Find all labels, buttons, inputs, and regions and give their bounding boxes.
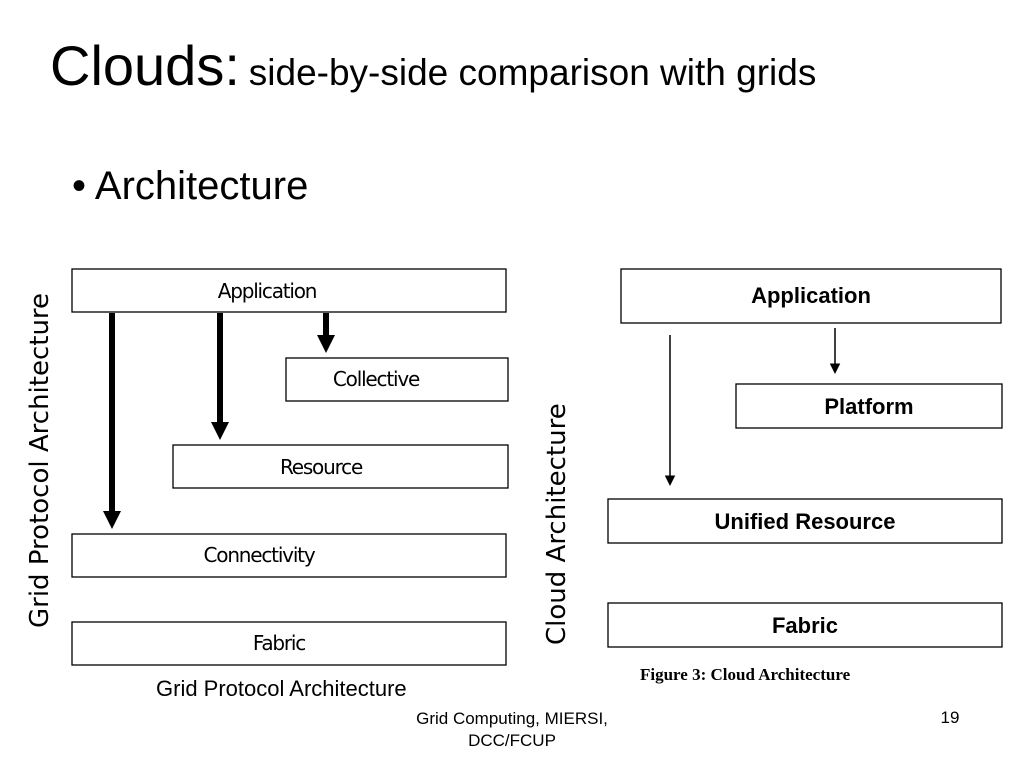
grid-layer-collective: Collective [285,357,509,402]
cloud-layer-unified-resource-label: Unified Resource [715,509,896,534]
grid-diagram-caption: Grid Protocol Architecture [156,676,407,701]
cloud-architecture-diagram: Cloud Architecture Application Platform … [542,268,1003,684]
bullet-architecture: • Architecture [72,164,309,208]
grid-side-label: Grid Protocol Architecture [25,293,55,628]
cloud-layer-unified-resource: Unified Resource [607,498,1003,544]
cloud-layer-platform-label: Platform [824,394,913,419]
grid-protocol-diagram: Grid Protocol Architecture Application C… [25,268,509,666]
cloud-layer-fabric: Fabric [607,602,1003,648]
cloud-layer-application-label: Application [751,283,871,308]
grid-layer-connectivity: Connectivity [71,533,507,578]
grid-layer-application-label: Application [218,279,317,303]
cloud-layer-fabric-label: Fabric [772,613,838,638]
grid-layer-resource: Resource [172,444,509,489]
footer-line-1: Grid Computing, MIERSI, [416,709,608,728]
slide-title: Clouds: side-by-side comparison with gri… [50,38,816,94]
slide-footer: Grid Computing, MIERSI, DCC/FCUP [390,708,634,752]
footer-line-2: DCC/FCUP [468,731,556,750]
cloud-side-label: Cloud Architecture [542,403,572,645]
grid-layer-resource-label: Resource [280,455,363,479]
cloud-layer-platform: Platform [735,383,1003,429]
slide-title-sub: side-by-side comparison with grids [248,52,817,93]
page-number: 19 [940,708,960,727]
grid-layer-fabric-label: Fabric [253,631,305,655]
grid-layer-application: Application [71,268,507,313]
grid-layer-collective-label: Collective [333,367,420,391]
slide-title-main: Clouds: [50,34,240,97]
cloud-layer-application: Application [620,268,1002,324]
grid-layer-fabric: Fabric [71,621,507,666]
grid-layer-connectivity-label: Connectivity [204,543,316,567]
cloud-figure-caption: Figure 3: Cloud Architecture [640,665,851,684]
